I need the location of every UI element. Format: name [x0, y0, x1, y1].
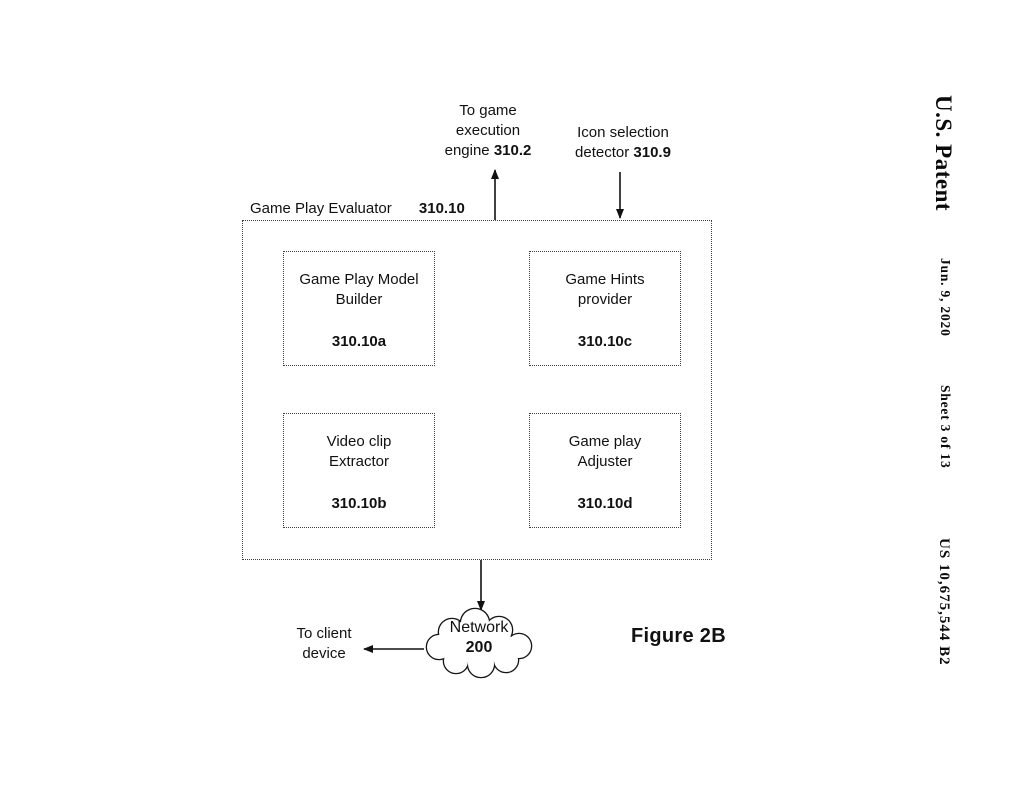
evaluator-title-text: Game Play Evaluator — [250, 200, 392, 217]
module-game-play-model-builder: Game Play Model Builder 310.10a — [283, 251, 435, 366]
module-ref: 310.10a — [331, 333, 387, 350]
network-name: Network — [449, 619, 509, 636]
module-name: Video clip Extractor — [326, 433, 392, 470]
client-device-label: To client device — [296, 625, 352, 662]
module-name: Game play Adjuster — [568, 433, 642, 470]
icon-detector-ref: 310.9 — [633, 144, 671, 161]
patent-document-number: US 10,675,544 B2 — [936, 538, 952, 666]
module-name: Game Hints provider — [565, 271, 645, 308]
network-label: Network 200 — [429, 618, 529, 658]
module-game-play-adjuster: Game play Adjuster 310.10d — [529, 413, 681, 528]
patent-sheet-number: Sheet 3 of 13 — [938, 385, 953, 469]
patent-date: Jun. 9, 2020 — [938, 258, 953, 337]
game-engine-label-text: To game execution engine — [444, 102, 521, 159]
evaluator-container-box: Game Play Model Builder 310.10a Game Hin… — [242, 220, 712, 560]
icon-detector-label-text: Icon selection detector — [575, 124, 669, 161]
figure-caption: Figure 2B — [631, 625, 726, 647]
network-ref: 200 — [465, 639, 493, 656]
module-ref: 310.10b — [331, 495, 387, 512]
game-engine-label: To game execution engine 310.2 — [440, 101, 536, 161]
evaluator-ref: 310.10 — [418, 200, 465, 217]
module-ref: 310.10d — [577, 495, 633, 512]
patent-office-title: U.S. Patent — [931, 95, 956, 212]
module-game-hints-provider: Game Hints provider 310.10c — [529, 251, 681, 366]
module-ref: 310.10c — [577, 333, 633, 350]
module-name: Game Play Model Builder — [299, 271, 419, 308]
evaluator-title: Game Play Evaluator 310.10 — [250, 200, 465, 218]
module-video-clip-extractor: Video clip Extractor 310.10b — [283, 413, 435, 528]
icon-detector-label: Icon selection detector 310.9 — [566, 123, 680, 163]
game-engine-ref: 310.2 — [493, 142, 532, 159]
network-cloud — [425, 607, 533, 679]
